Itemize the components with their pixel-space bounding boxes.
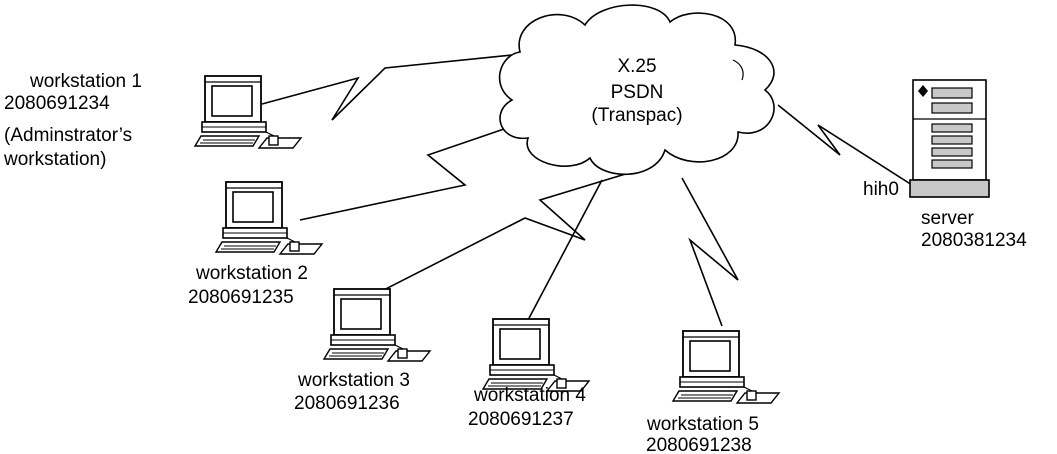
cloud-line-3: (Transpac): [591, 105, 682, 126]
cloud-line-1: X.25: [617, 56, 656, 77]
server-address-label: 2080381234: [921, 230, 1027, 251]
workstation-2-label-line-1: workstation 2: [195, 263, 308, 284]
link-workstation-1: [261, 54, 513, 121]
workstation-1-label-line-3: (Adminstrator’s: [4, 125, 132, 146]
workstation-5-label-line-1: workstation 5: [646, 414, 759, 435]
workstation-1-icon: [194, 75, 302, 149]
server-icon: [909, 79, 990, 198]
link-workstation-2: [299, 114, 546, 221]
link-workstation-4: [526, 179, 603, 323]
cloud-shape: [498, 4, 775, 176]
workstation-3-icon: [323, 288, 431, 362]
workstation-1-label-line-2: 2080691234: [4, 93, 110, 114]
link-server: [777, 104, 913, 186]
workstation-5-icon: [672, 330, 780, 404]
server-name-label: server: [921, 208, 974, 229]
workstation-1-label-line-4: workstation): [3, 149, 106, 170]
workstation-1-label-line-1: workstation 1: [29, 71, 142, 92]
workstation-3-label-line-1: workstation 3: [297, 370, 410, 391]
link-workstation-3: [371, 171, 633, 297]
workstation-4-icon: [482, 318, 590, 392]
network-links: [261, 54, 913, 327]
workstation-5-label-line-2: 2080691238: [646, 435, 752, 454]
workstation-4-label-line-2: 2080691237: [468, 409, 574, 430]
cloud-line-2: PSDN: [611, 82, 664, 103]
cloud-inner-curl: [732, 59, 744, 81]
workstation-4-label-line-1: workstation 4: [473, 385, 586, 406]
workstation-3-label-line-2: 2080691236: [294, 393, 400, 414]
link-workstation-5: [681, 177, 739, 327]
server-interface-label: hih0: [863, 179, 899, 200]
workstation-2-label-line-2: 2080691235: [188, 287, 294, 308]
x25-cloud: X.25 PSDN (Transpac): [498, 4, 775, 176]
